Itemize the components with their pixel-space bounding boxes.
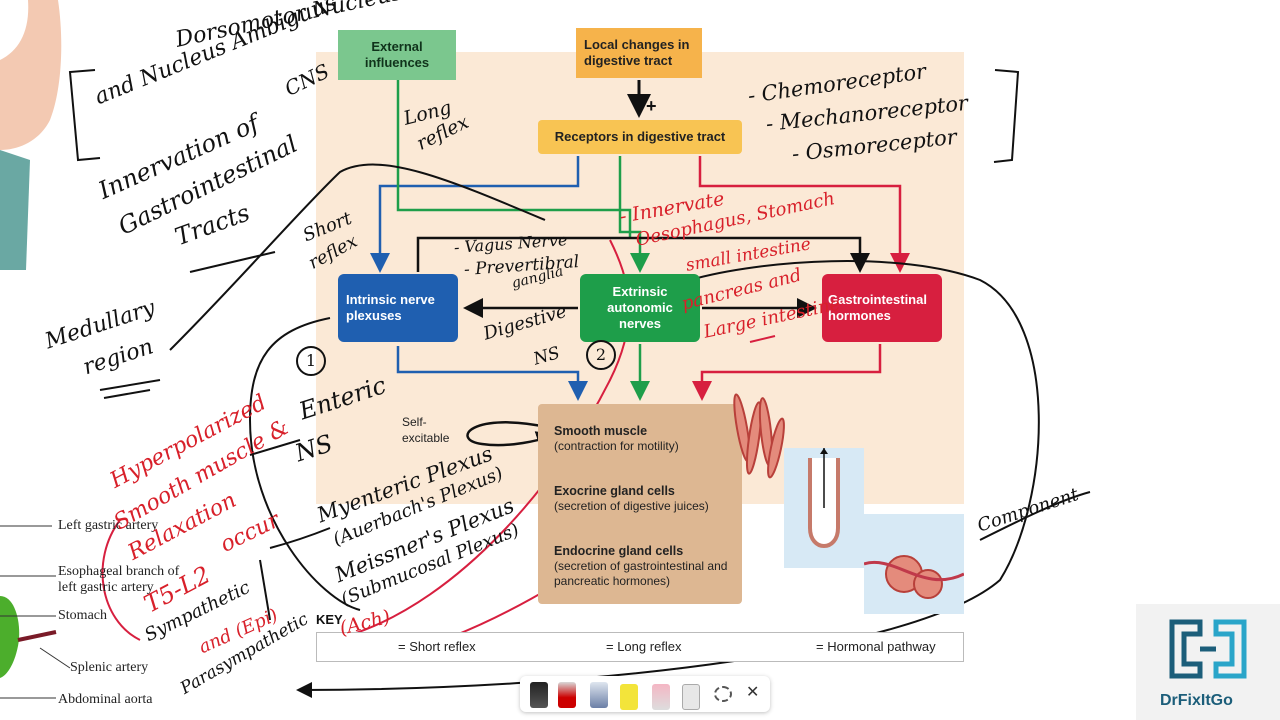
gi-hormones-box: Gastrointestinal hormones	[822, 274, 942, 342]
effector-title: Smooth muscle	[554, 424, 648, 438]
external-influences-label: External influences	[364, 39, 430, 70]
gi-hormones-label: Gastrointestinal hormones	[828, 292, 927, 323]
local-changes-box: Local changes in digestive tract	[576, 28, 702, 78]
extrinsic-nerves-box: Extrinsic autonomic nerves	[580, 274, 700, 342]
highlighter-tool[interactable]	[620, 684, 638, 710]
lasso-icon[interactable]	[714, 686, 732, 702]
receptors-box: Receptors in digestive tract	[538, 120, 742, 154]
effector-desc: (contraction for motility)	[554, 439, 679, 453]
key-long-reflex: = Long reflex	[606, 639, 682, 654]
effector-desc: (secretion of gastrointestinal and pancr…	[554, 559, 728, 588]
endocrine-gland-illustration	[864, 514, 964, 614]
anatomy-leader-lines	[0, 525, 71, 699]
note-circle-2: 2	[586, 340, 616, 370]
effector-exocrine: Exocrine gland cells (secretion of diges…	[554, 484, 738, 514]
close-icon[interactable]: ✕	[746, 684, 760, 701]
blue-pen-tool[interactable]	[590, 682, 608, 708]
exocrine-gland-illustration	[784, 448, 864, 568]
black-pen-tool[interactable]	[530, 682, 548, 708]
key-box	[316, 632, 964, 662]
label-left-gastric-artery: Left gastric artery	[58, 518, 159, 533]
key-hormonal: = Hormonal pathway	[816, 639, 936, 654]
effectors-box	[538, 404, 742, 604]
intrinsic-plexus-box: Intrinsic nerve plexuses	[338, 274, 458, 342]
circle-1-text: 1	[305, 351, 317, 370]
receptors-label: Receptors in digestive tract	[554, 129, 726, 144]
smooth-muscle-illustration	[733, 393, 785, 479]
extrinsic-label: Extrinsic autonomic nerves	[607, 284, 673, 331]
brand-logo-icon	[1169, 619, 1247, 679]
watermark-panel	[1136, 604, 1280, 720]
effector-endocrine: Endocrine gland cells (secretion of gast…	[554, 544, 738, 589]
effector-title: Endocrine gland cells	[554, 544, 684, 558]
local-changes-label: Local changes in digestive tract	[584, 37, 690, 68]
effector-desc: (secretion of digestive juices)	[554, 499, 709, 513]
label-stomach: Stomach	[58, 608, 107, 623]
ruler-tool[interactable]	[682, 684, 700, 710]
label-splenic-artery: Splenic artery	[70, 660, 149, 675]
eraser-tool[interactable]	[652, 684, 670, 710]
label-esophageal-branch: Esophageal branch of left gastric artery	[58, 564, 180, 595]
intrinsic-label: Intrinsic nerve plexuses	[346, 292, 435, 323]
plus-sign: +	[646, 96, 657, 116]
effector-title: Exocrine gland cells	[554, 484, 675, 498]
label-abdominal-aorta: Abdominal aorta	[58, 692, 153, 707]
presenter-hand	[0, 0, 62, 270]
key-title: KEY	[316, 612, 343, 627]
note-circle-1: 1	[296, 346, 326, 376]
brand-name: DrFixItGo	[1160, 692, 1233, 709]
self-excitable-label: Self-excitable	[402, 415, 450, 445]
effector-smooth-muscle: Smooth muscle (contraction for motility)	[554, 424, 734, 454]
external-influences-box: External influences	[338, 30, 456, 80]
key-short-reflex: = Short reflex	[398, 639, 476, 654]
circle-2-text: 2	[595, 345, 607, 364]
red-pen-tool[interactable]	[558, 682, 576, 708]
